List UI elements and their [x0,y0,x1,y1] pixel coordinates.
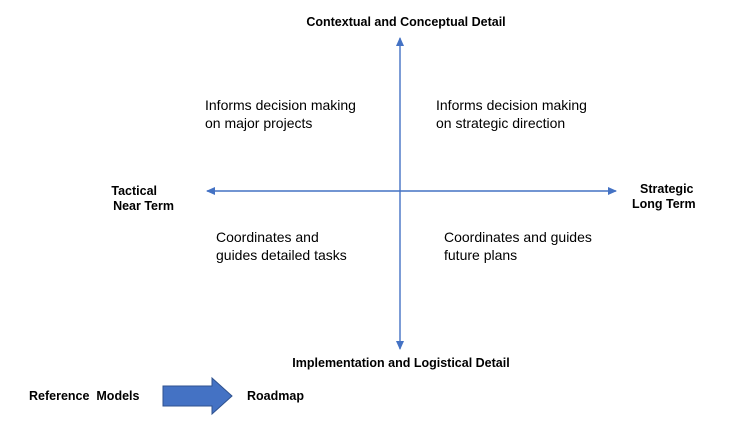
legend-from-label: Reference Models [29,389,140,403]
left-axis-label: Tactical Near Term [80,184,174,214]
quadrant-bottom-right: Coordinates and guides future plans [444,228,592,264]
bottom-axis-label: Implementation and Logistical Detail [292,356,510,370]
right-axis-label: Strategic Long Term [632,182,696,212]
quadrant-top-left-line1: Informs decision making [205,97,356,113]
quadrant-bottom-right-line1: Coordinates and guides [444,229,592,245]
block-arrow-icon [162,376,233,416]
quadrant-bottom-left-line2: guides detailed tasks [216,247,347,263]
right-axis-label-line1: Strategic [640,182,694,196]
quadrant-bottom-right-line2: future plans [444,247,518,263]
quadrant-bottom-left-line1: Coordinates and [216,229,319,245]
quadrant-bottom-left: Coordinates and guides detailed tasks [216,228,347,264]
quadrant-top-right-line1: Informs decision making [436,97,587,113]
right-axis-label-line2: Long Term [632,197,696,211]
quadrant-top-right: Informs decision making on strategic dir… [436,96,587,132]
quadrant-top-left-line2: on major projects [205,115,313,131]
left-axis-label-line2: Near Term [113,199,174,213]
left-axis-label-line1: Tactical [111,184,157,198]
legend-to-label: Roadmap [247,389,304,403]
top-axis-label: Contextual and Conceptual Detail [306,15,506,29]
quadrant-top-right-line2: on strategic direction [436,115,566,131]
quadrant-top-left: Informs decision making on major project… [205,96,356,132]
